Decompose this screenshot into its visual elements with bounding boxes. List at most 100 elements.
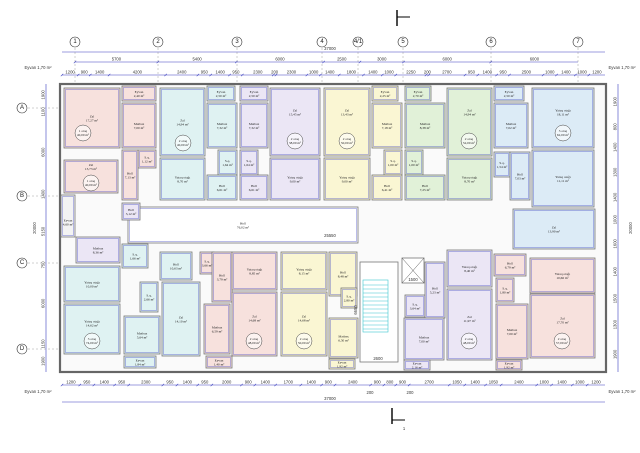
dim-tick bbox=[499, 383, 503, 387]
axis-label-A: A bbox=[20, 105, 24, 111]
room-dimension-frame bbox=[161, 159, 204, 199]
dim-tick bbox=[196, 383, 200, 387]
room-name: Yataq otağı bbox=[462, 176, 477, 180]
room-name: Mətbəx bbox=[212, 326, 223, 330]
room-area: 4,60 m² bbox=[63, 223, 73, 228]
dim-tick bbox=[271, 73, 275, 77]
room-dimension-frame bbox=[373, 87, 397, 100]
top-detail-chain-value: 2400 bbox=[177, 70, 187, 75]
axis-bubble bbox=[69, 36, 81, 48]
apartment-area: 57,00 m² bbox=[556, 341, 568, 346]
axis-label-B: B bbox=[20, 193, 24, 199]
left-chain-value: 1150 bbox=[41, 339, 46, 349]
room-name: Holl bbox=[507, 262, 513, 266]
room-area: 1,00 m² bbox=[388, 163, 398, 168]
room-name: Zal bbox=[467, 315, 472, 319]
dim-tick bbox=[107, 73, 111, 77]
room-dimension-frame bbox=[233, 293, 276, 355]
room-outline bbox=[121, 149, 139, 201]
left-chain-value: 6000 bbox=[41, 298, 46, 308]
room-outline bbox=[495, 303, 529, 360]
room-outline bbox=[205, 355, 233, 369]
room-area: 14,68 m² bbox=[248, 319, 260, 324]
room-dimension-frame bbox=[325, 89, 369, 155]
room-area: 6,61 m² bbox=[249, 188, 259, 193]
room-holl bbox=[404, 174, 446, 201]
room-name: Mətbəx bbox=[93, 247, 104, 251]
room-outline bbox=[203, 303, 231, 355]
top-detail-chain-value: 1000 bbox=[309, 70, 319, 75]
room-dimension-frame bbox=[123, 204, 139, 219]
room-name: Eyvan bbox=[217, 90, 226, 94]
room-name: Eyvan bbox=[381, 90, 390, 94]
top-main-chain-value: 2500 bbox=[337, 57, 347, 62]
room-area: 2,16 m² bbox=[412, 366, 422, 371]
apartment-area: 40,00 m² bbox=[177, 143, 189, 148]
room-dimension-frame bbox=[208, 104, 236, 147]
apartment-rooms: 2 otaq bbox=[291, 137, 300, 141]
room-area: 3,12 m² bbox=[126, 212, 136, 217]
room-outline bbox=[63, 87, 121, 149]
bottom-detail-chain-value: 2300 bbox=[141, 380, 151, 385]
room-name: Eyvan bbox=[413, 362, 422, 366]
apartment-circle bbox=[338, 132, 356, 150]
top-main-chain-value: 6000 bbox=[442, 57, 452, 62]
room-name: Mətbəx bbox=[137, 332, 148, 336]
room-dimension-frame bbox=[373, 104, 401, 147]
room-area: 1,54 m² bbox=[497, 165, 507, 170]
room-dimension-frame bbox=[406, 296, 424, 316]
room-name: S.q. bbox=[144, 156, 149, 160]
room-zal bbox=[63, 87, 121, 149]
room-s-q-label: S.q.1,54 m² bbox=[497, 161, 507, 170]
dim-tick bbox=[550, 383, 554, 387]
room-outline bbox=[495, 277, 515, 303]
section-mark-top bbox=[396, 10, 410, 26]
room-name: Eyvan bbox=[135, 90, 144, 94]
top-detail-chain-value: 1400 bbox=[368, 70, 378, 75]
room-name: Zal bbox=[90, 115, 95, 119]
bottom-detail-chain-value: 1400 bbox=[100, 380, 110, 385]
room-outline bbox=[529, 257, 596, 294]
bottom-detail-chain-value: 1400 bbox=[261, 380, 271, 385]
room-area: 9,00 m² bbox=[342, 180, 352, 185]
bottom-detail-chain-value: 2700 bbox=[425, 380, 435, 385]
room-name: Zal bbox=[179, 316, 184, 320]
room-dimension-frame bbox=[233, 253, 276, 289]
room-outline bbox=[509, 151, 531, 201]
top-detail-chain-value: 950 bbox=[500, 70, 508, 75]
apartment-area: 50,00 m² bbox=[341, 141, 353, 146]
room-area: 8,40 m² bbox=[464, 269, 474, 274]
dim-tick bbox=[585, 383, 589, 387]
apartment-area: 48,00 m² bbox=[248, 341, 260, 346]
room-area: 18,11 m² bbox=[557, 113, 569, 118]
room-name: Mətbəx bbox=[420, 122, 431, 126]
room-area: 14,10 m² bbox=[175, 320, 187, 325]
section-label: 1 bbox=[403, 426, 406, 431]
room-dimension-frame bbox=[123, 151, 137, 199]
apartment-area: 52,00 m² bbox=[463, 141, 475, 146]
bottom-detail-chain-value: 900 bbox=[399, 380, 407, 385]
bottom-detail-chain-value: 800 bbox=[386, 380, 394, 385]
axis-bubble bbox=[485, 36, 497, 48]
room-dimension-frame bbox=[497, 279, 513, 301]
room-area: 10,63 m² bbox=[170, 267, 182, 272]
room-dimension-frame bbox=[207, 357, 231, 367]
room-area: 6,79 m² bbox=[505, 266, 515, 271]
room-outline bbox=[531, 149, 595, 208]
